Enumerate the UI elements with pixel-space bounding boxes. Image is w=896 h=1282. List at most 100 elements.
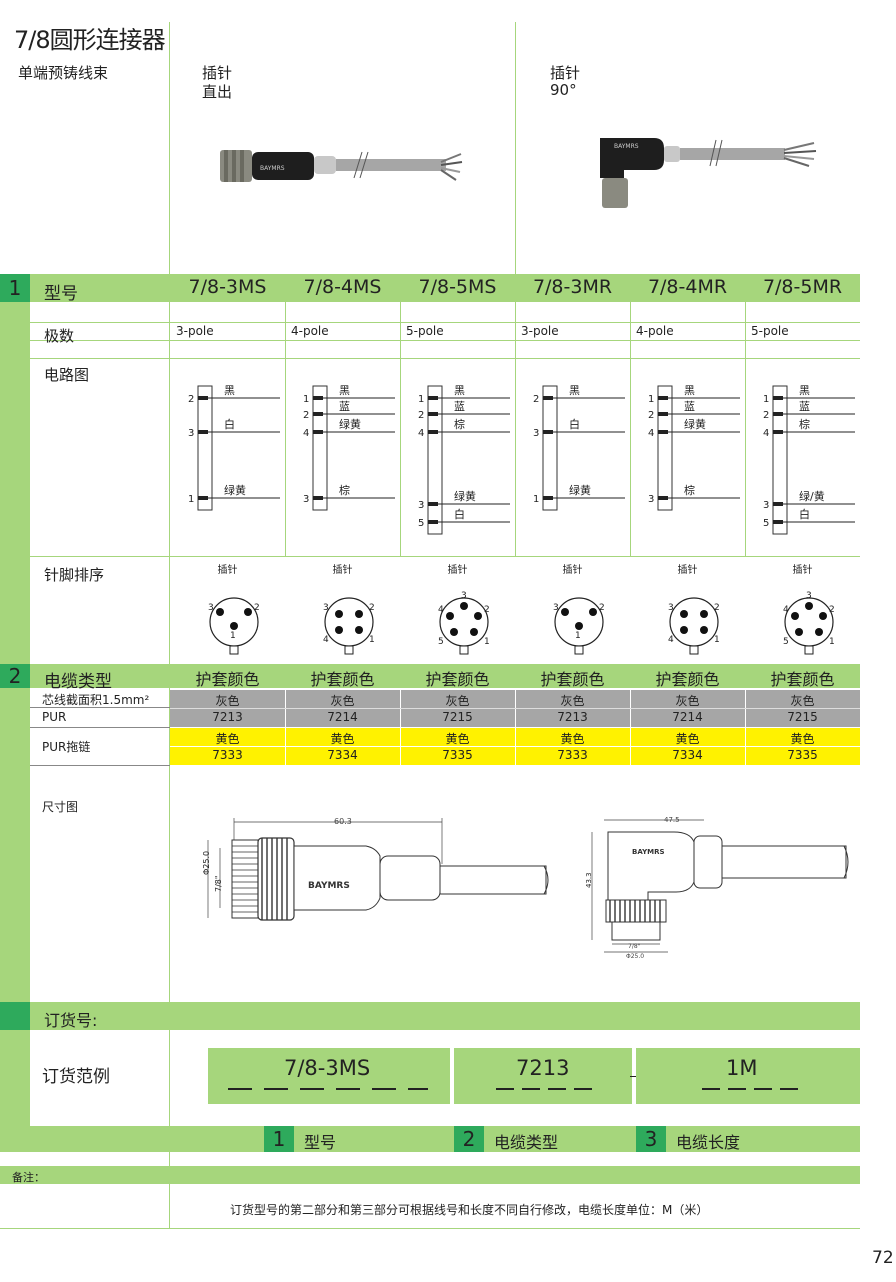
- pin-number: 2: [714, 603, 720, 613]
- yellow-jacket-label-3: 黄色: [560, 732, 585, 746]
- grey-jacket-label-3: 灰色: [560, 694, 585, 708]
- pin-dot: [216, 608, 224, 616]
- pin-number: 4: [323, 635, 329, 645]
- jacket-color-header-3: 护套颜色: [540, 670, 605, 689]
- pin-dot: [589, 608, 597, 616]
- s-dia2-label: 7/8": [214, 875, 223, 892]
- jacket-color-header-1: 护套颜色: [310, 670, 375, 689]
- wire-color-label: 棕: [454, 417, 465, 431]
- pin-terminal: [428, 396, 438, 400]
- pin-terminal: [198, 430, 208, 434]
- pin-dot: [700, 610, 708, 618]
- yellow-jacket-label-4: 黄色: [675, 732, 700, 746]
- grey-jacket-label-0: 灰色: [215, 694, 240, 708]
- pin-number: 2: [648, 410, 654, 421]
- pin-terminal: [428, 412, 438, 416]
- pin-terminal: [773, 412, 783, 416]
- pinout-header-0: 插针: [217, 565, 238, 576]
- yellow-jacket-label-5: 黄色: [790, 732, 815, 746]
- pin-number: 1: [763, 394, 769, 405]
- yellow-cable-code-3: 7333: [557, 748, 588, 762]
- order-part-1-box: [208, 1048, 450, 1104]
- r-height-label: 43.3: [585, 872, 593, 888]
- legend-number-2: 2: [454, 1126, 484, 1152]
- pin-dot: [446, 612, 454, 620]
- wire-color-label: 绿黄: [224, 483, 246, 497]
- pin-dot: [819, 612, 827, 620]
- jacket-color-header-0: 护套颜色: [195, 670, 260, 689]
- svg-text:BAYMRS: BAYMRS: [614, 143, 639, 150]
- section-1-number: 1: [0, 274, 30, 302]
- yellow-jacket-label-2: 黄色: [445, 732, 470, 746]
- yellow-cable-code-0: 7333: [212, 748, 243, 762]
- pole-count-3: 3-pole: [521, 324, 559, 338]
- pin-dot: [815, 628, 823, 636]
- pin-dot: [460, 602, 468, 610]
- legend-number-1: 1: [264, 1126, 294, 1152]
- pin-number: 3: [188, 428, 194, 439]
- wire-color-label: 绿黄: [684, 417, 706, 431]
- wire-color-label: 蓝: [339, 400, 350, 413]
- dimensions-label: 尺寸图: [42, 800, 79, 814]
- pinout-header-1: 插针: [332, 565, 353, 576]
- model-header-5: 7/8-5MR: [762, 276, 843, 298]
- pin-number: 2: [763, 410, 769, 421]
- s-dia1-label: Φ25.0: [202, 850, 211, 875]
- pin-terminal: [198, 396, 208, 400]
- grey-cable-code-4: 7214: [672, 710, 703, 724]
- model-header-0: 7/8-3MS: [188, 276, 267, 298]
- pin-number: 2: [188, 394, 194, 405]
- order-part-1: 7/8-3MS: [284, 1056, 371, 1080]
- pin-number: 2: [418, 410, 424, 421]
- pin-dot: [575, 622, 583, 630]
- pin-terminal: [428, 430, 438, 434]
- yellow-cable-code-5: 7335: [787, 748, 818, 762]
- pin-number: 4: [418, 428, 424, 439]
- pin-dot: [230, 622, 238, 630]
- yellow-cable-code-4: 7334: [672, 748, 703, 762]
- pin-terminal: [773, 502, 783, 506]
- pin-dot: [700, 626, 708, 634]
- angled-connector-image: BAYMRS: [600, 138, 817, 208]
- pin-terminal: [658, 496, 668, 500]
- cable-row-3-label: PUR拖链: [42, 740, 91, 754]
- pin-dot: [335, 610, 343, 618]
- pin-terminal: [658, 396, 668, 400]
- wire-color-label: 黑: [454, 384, 465, 397]
- pin-number: 3: [668, 603, 674, 613]
- pinout-header-2: 插针: [447, 565, 468, 576]
- pin-number: 5: [783, 637, 789, 647]
- section-2-number: 2: [0, 664, 30, 688]
- pin-number: 1: [418, 394, 424, 405]
- grey-jacket-label-5: 灰色: [790, 694, 815, 708]
- circuit-label: 电路图: [44, 366, 90, 384]
- model-header-3: 7/8-3MR: [532, 276, 613, 298]
- pin-terminal: [313, 430, 323, 434]
- wire-color-label: 蓝: [684, 400, 695, 413]
- legend-label-1: 型号: [304, 1133, 337, 1152]
- pin-number: 4: [303, 428, 309, 439]
- grey-cable-code-2: 7215: [442, 710, 473, 724]
- wire-color-label: 黑: [569, 384, 580, 397]
- angled-dimension-drawing: 47.5 BAYMRS 7/8" Φ25.0: [591, 816, 849, 960]
- legend-number-3: 3: [636, 1126, 666, 1152]
- wire-color-label: 黑: [224, 384, 235, 397]
- grey-cable-code-3: 7213: [557, 710, 588, 724]
- pin-number: 4: [648, 428, 654, 439]
- page-number: 72: [872, 1248, 894, 1268]
- section-1-label: 型号: [44, 284, 78, 304]
- pin-number: 1: [230, 631, 236, 641]
- notes-text: 订货型号的第二部分和第三部分可根据线号和长度不同自行修改，电缆长度单位：M（米）: [230, 1203, 709, 1217]
- pin-dot: [470, 628, 478, 636]
- pin-terminal: [543, 430, 553, 434]
- grey-cable-code-5: 7215: [787, 710, 818, 724]
- pin-dot: [680, 610, 688, 618]
- pinout-header-5: 插针: [792, 565, 813, 576]
- pinout-header-3: 插针: [562, 565, 583, 576]
- order-part-3: 1M: [726, 1056, 758, 1080]
- pin-number: 4: [438, 605, 444, 615]
